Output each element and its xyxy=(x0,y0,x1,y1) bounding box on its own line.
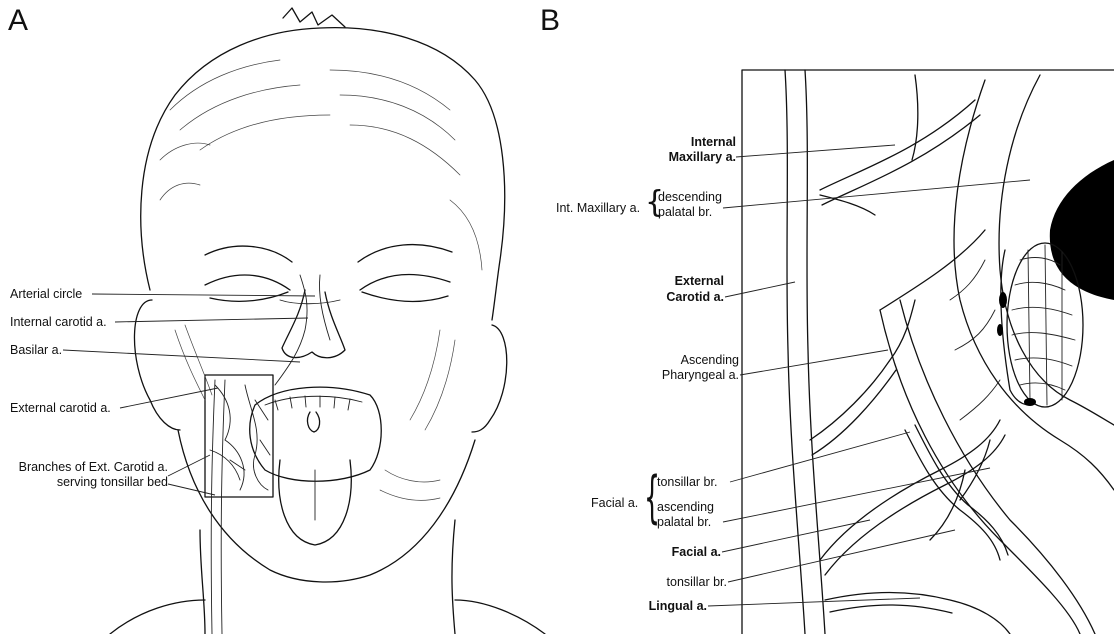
label-descending: descending xyxy=(658,190,722,205)
label-tonsillar-br-1: tonsillar br. xyxy=(657,475,717,490)
label-ascending-pharyngeal-2: Pharyngeal a. xyxy=(600,368,739,383)
label-ascending-pharyngeal-1: Ascending xyxy=(600,353,739,368)
label-internal-maxillary-2: Maxillary a. xyxy=(600,150,736,165)
label-arterial-circle: Arterial circle xyxy=(10,287,82,302)
label-facial-group: Facial a. xyxy=(591,496,638,511)
label-palatal-br-2: palatal br. xyxy=(657,515,711,530)
label-branches-line1: Branches of Ext. Carotid a. xyxy=(10,460,168,475)
label-facial-a: Facial a. xyxy=(600,545,721,560)
label-tonsillar-br-2: tonsillar br. xyxy=(600,575,727,590)
label-lingual-a: Lingual a. xyxy=(600,599,707,614)
label-int-maxillary: Int. Maxillary a. xyxy=(556,201,640,216)
label-internal-maxillary-1: Internal xyxy=(600,135,736,150)
tonsil-inset-box xyxy=(205,375,273,497)
label-branches-line2: serving tonsillar bed xyxy=(10,475,168,490)
panel-b-letter: B xyxy=(540,4,560,38)
tonsil-detail-illustration xyxy=(742,70,1114,634)
label-ascending: ascending xyxy=(657,500,714,515)
label-external-carotid: External carotid a. xyxy=(10,401,111,416)
label-palatal-br: palatal br. xyxy=(658,205,712,220)
label-basilar: Basilar a. xyxy=(10,343,62,358)
label-external-carotid-2: Carotid a. xyxy=(600,290,724,305)
panel-b-leaders xyxy=(708,145,1030,606)
label-external-carotid-1: External xyxy=(600,274,724,289)
label-internal-carotid: Internal carotid a. xyxy=(10,315,107,330)
